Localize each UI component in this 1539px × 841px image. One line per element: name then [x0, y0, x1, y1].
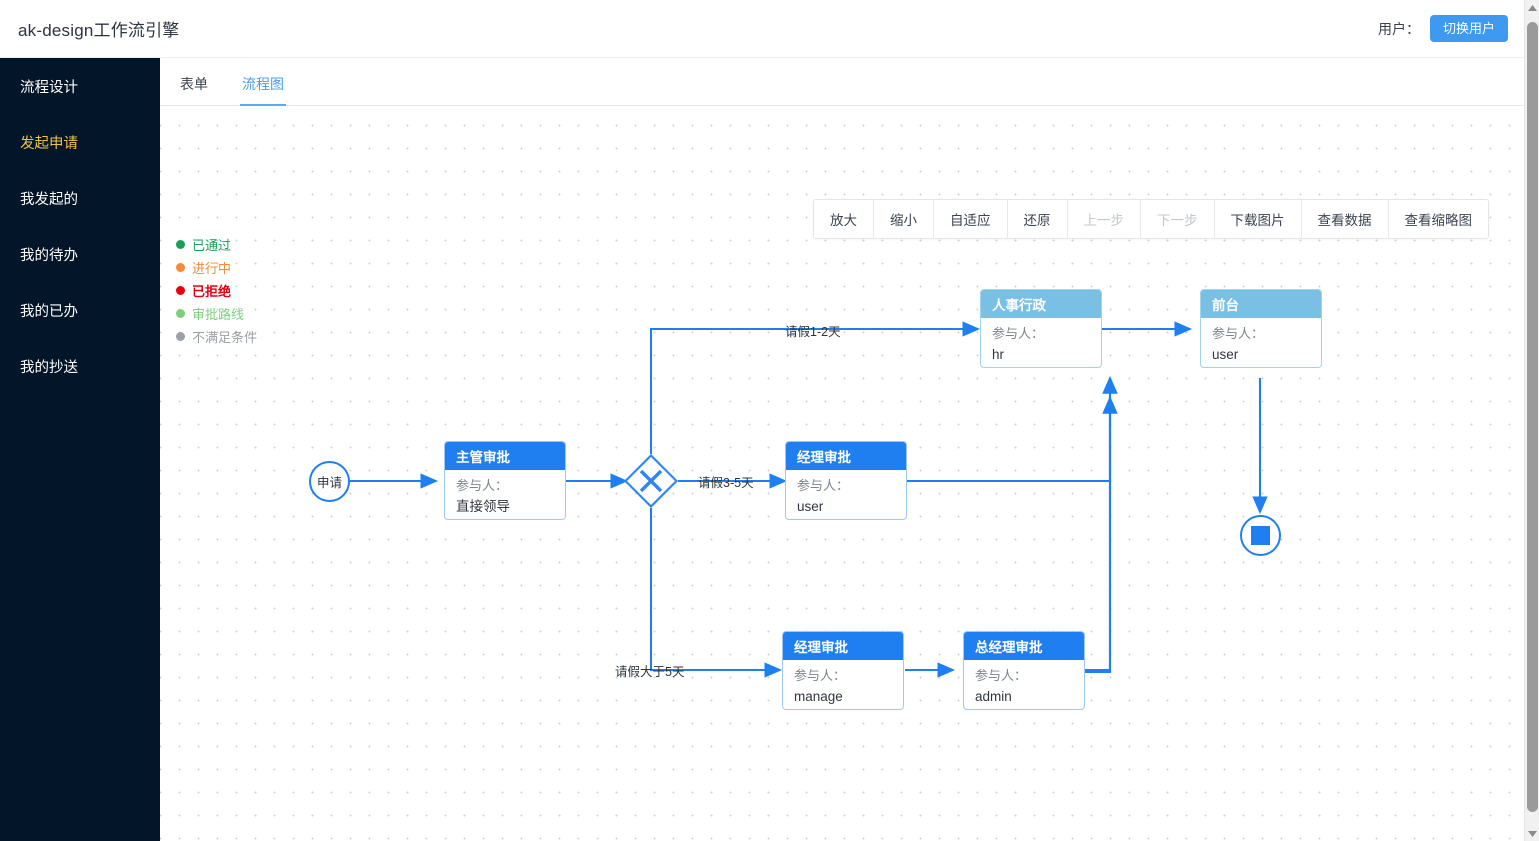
legend-label-approved: 已通过 [192, 238, 232, 253]
content-area: 表单 流程图 [160, 58, 1524, 841]
node-body: 参与人： user [1201, 318, 1321, 367]
node-front-desk[interactable]: 前台 参与人： user [1200, 289, 1322, 368]
undo-button[interactable]: 上一步 [1067, 200, 1141, 238]
end-node[interactable] [1240, 515, 1281, 556]
edge-label-leave-over-5-days: 请假大于5天 [615, 665, 685, 679]
download-image-button[interactable]: 下载图片 [1214, 200, 1302, 238]
zoom-in-button[interactable]: 放大 [814, 200, 874, 238]
sidebar-item-my-requests[interactable]: 我发起的 [20, 191, 78, 208]
participant-value: user [797, 499, 824, 514]
switch-user-button[interactable]: 切换用户 [1429, 14, 1508, 43]
legend-label-unmet: 不满足条件 [192, 330, 258, 345]
participant-label: 参与人： [975, 668, 1028, 683]
flow-edges-detail [1085, 395, 1118, 674]
node-title: 经理审批 [786, 442, 906, 470]
legend-label-route: 审批路线 [192, 307, 245, 322]
legend-dot-unmet [176, 332, 185, 341]
scrollbar-thumb[interactable] [1527, 22, 1538, 812]
exclusive-gateway[interactable] [623, 453, 679, 509]
legend-item-inprogress: 进行中 [176, 256, 257, 279]
user-label: 用户： [1377, 20, 1420, 37]
node-general-manager-approval[interactable]: 总经理审批 参与人： admin [963, 631, 1085, 710]
legend-item-approved: 已通过 [176, 233, 257, 256]
participant-label: 参与人： [1212, 326, 1265, 341]
node-body: 参与人： hr [981, 318, 1101, 367]
node-body: 参与人： 直接领导 [445, 470, 565, 519]
edge-label-leave-1-2-days: 请假1-2天 [785, 325, 841, 339]
node-manager-approval-user[interactable]: 经理审批 参与人： user [785, 441, 907, 520]
participant-value: 直接领导 [456, 499, 510, 514]
participant-value: manage [794, 689, 843, 704]
app-header: ak-design工作流引擎 用户： 切换用户 [0, 0, 1524, 58]
node-body: 参与人： admin [964, 660, 1084, 709]
participant-value: user [1212, 347, 1239, 362]
legend-dot-rejected [176, 286, 185, 295]
node-title: 总经理审批 [964, 632, 1084, 660]
sidebar-item-my-todo[interactable]: 我的待办 [20, 247, 78, 264]
node-hr-admin[interactable]: 人事行政 参与人： hr [980, 289, 1102, 368]
legend-label-rejected: 已拒绝 [192, 284, 232, 299]
legend-dot-approved [176, 240, 185, 249]
sidebar: 流程设计 发起申请 我发起的 我的待办 我的已办 我的抄送 [0, 58, 160, 841]
redo-button[interactable]: 下一步 [1141, 200, 1215, 238]
participant-value: hr [992, 347, 1005, 362]
view-minimap-button[interactable]: 查看缩略图 [1388, 200, 1488, 238]
tab-bar: 表单 流程图 [160, 58, 1524, 106]
scroll-down-arrow[interactable] [1525, 826, 1539, 841]
sidebar-item-my-done[interactable]: 我的已办 [20, 303, 78, 320]
view-data-button[interactable]: 查看数据 [1301, 200, 1389, 238]
status-legend: 已通过 进行中 已拒绝 审批路线 不满足条件 [176, 233, 257, 348]
participant-label: 参与人： [456, 478, 509, 493]
page-scrollbar[interactable] [1524, 0, 1539, 841]
tab-form[interactable]: 表单 [180, 76, 208, 92]
participant-label: 参与人： [794, 668, 847, 683]
scroll-up-arrow[interactable] [1525, 0, 1539, 15]
participant-label: 参与人： [992, 326, 1045, 341]
graph-toolbar: 放大 缩小 自适应 还原 上一步 下一步 下载图片 查看数据 查看缩略图 [813, 199, 1489, 239]
fit-view-button[interactable]: 自适应 [934, 200, 1008, 238]
legend-dot-route [176, 309, 185, 318]
node-manager-approval-manage[interactable]: 经理审批 参与人： manage [782, 631, 904, 710]
edge-label-leave-3-5-days: 请假3-5天 [698, 476, 754, 490]
node-body: 参与人： manage [783, 660, 903, 709]
node-supervisor-approval[interactable]: 主管审批 参与人： 直接领导 [444, 441, 566, 520]
node-title: 人事行政 [981, 290, 1101, 318]
sidebar-item-process-design[interactable]: 流程设计 [20, 79, 78, 96]
reset-button[interactable]: 还原 [1007, 200, 1068, 238]
flowchart-canvas[interactable]: 已通过 进行中 已拒绝 审批路线 不满足条件 [160, 106, 1524, 841]
node-title: 经理审批 [783, 632, 903, 660]
participant-label: 参与人： [797, 478, 850, 493]
end-square-icon [1251, 526, 1270, 545]
tab-flowchart[interactable]: 流程图 [240, 74, 286, 106]
participant-value: admin [975, 689, 1012, 704]
zoom-out-button[interactable]: 缩小 [874, 200, 934, 238]
legend-item-route: 审批路线 [176, 302, 257, 325]
header-right: 用户： 切换用户 [1377, 14, 1508, 43]
sidebar-item-start-request[interactable]: 发起申请 [20, 135, 78, 152]
sidebar-item-my-cc[interactable]: 我的抄送 [20, 359, 78, 376]
start-node[interactable]: 申请 [309, 461, 350, 502]
legend-item-rejected: 已拒绝 [176, 279, 257, 302]
node-body: 参与人： user [786, 470, 906, 519]
legend-label-inprogress: 进行中 [192, 261, 232, 276]
node-title: 主管审批 [445, 442, 565, 470]
page-title: ak-design工作流引擎 [18, 21, 180, 40]
node-title: 前台 [1201, 290, 1321, 318]
legend-item-unmet: 不满足条件 [176, 325, 257, 348]
legend-dot-inprogress [176, 263, 185, 272]
